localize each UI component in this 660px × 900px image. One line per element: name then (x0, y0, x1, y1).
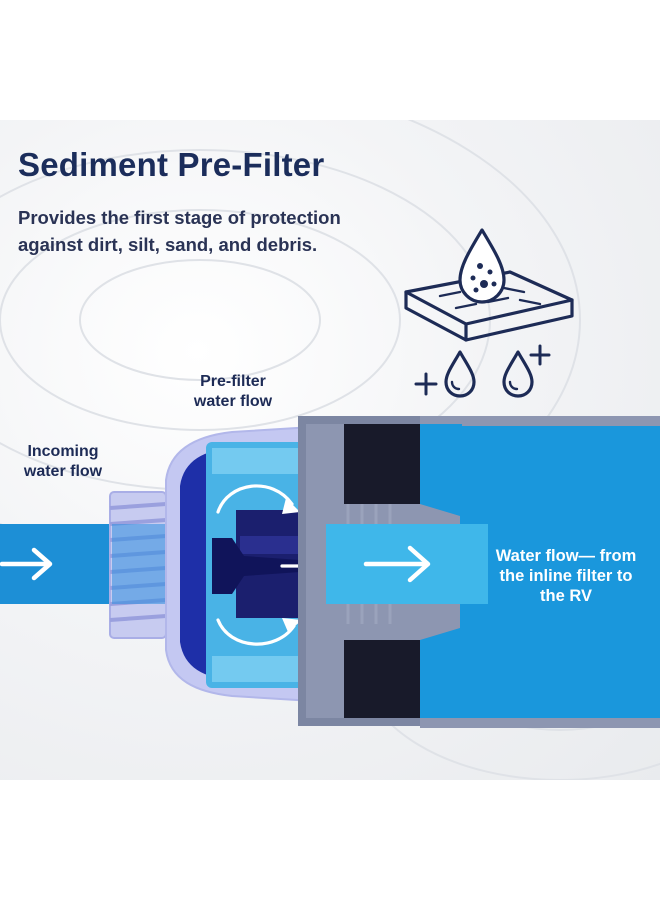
flow-arrow-icon (0, 545, 431, 583)
filter-icon (404, 228, 574, 398)
incoming-flow-label: Incoming water flow (23, 443, 103, 480)
outgoing-water-channel (420, 424, 660, 718)
page-title: Sediment Pre-Filter (18, 146, 325, 183)
page-subtitle: Provides the first stage of protection a… (18, 207, 341, 255)
pre-filter-flow-label: Pre-filter water flow (193, 373, 273, 410)
outgoing-flow-label: Water flow— from the inline filter to th… (495, 547, 637, 605)
filter-cutaway-diagram (0, 416, 660, 728)
threaded-inlet (109, 491, 167, 639)
sparkle-icon (414, 372, 438, 396)
product-panel: Sediment Pre-Filter Provides the first s… (0, 120, 660, 780)
